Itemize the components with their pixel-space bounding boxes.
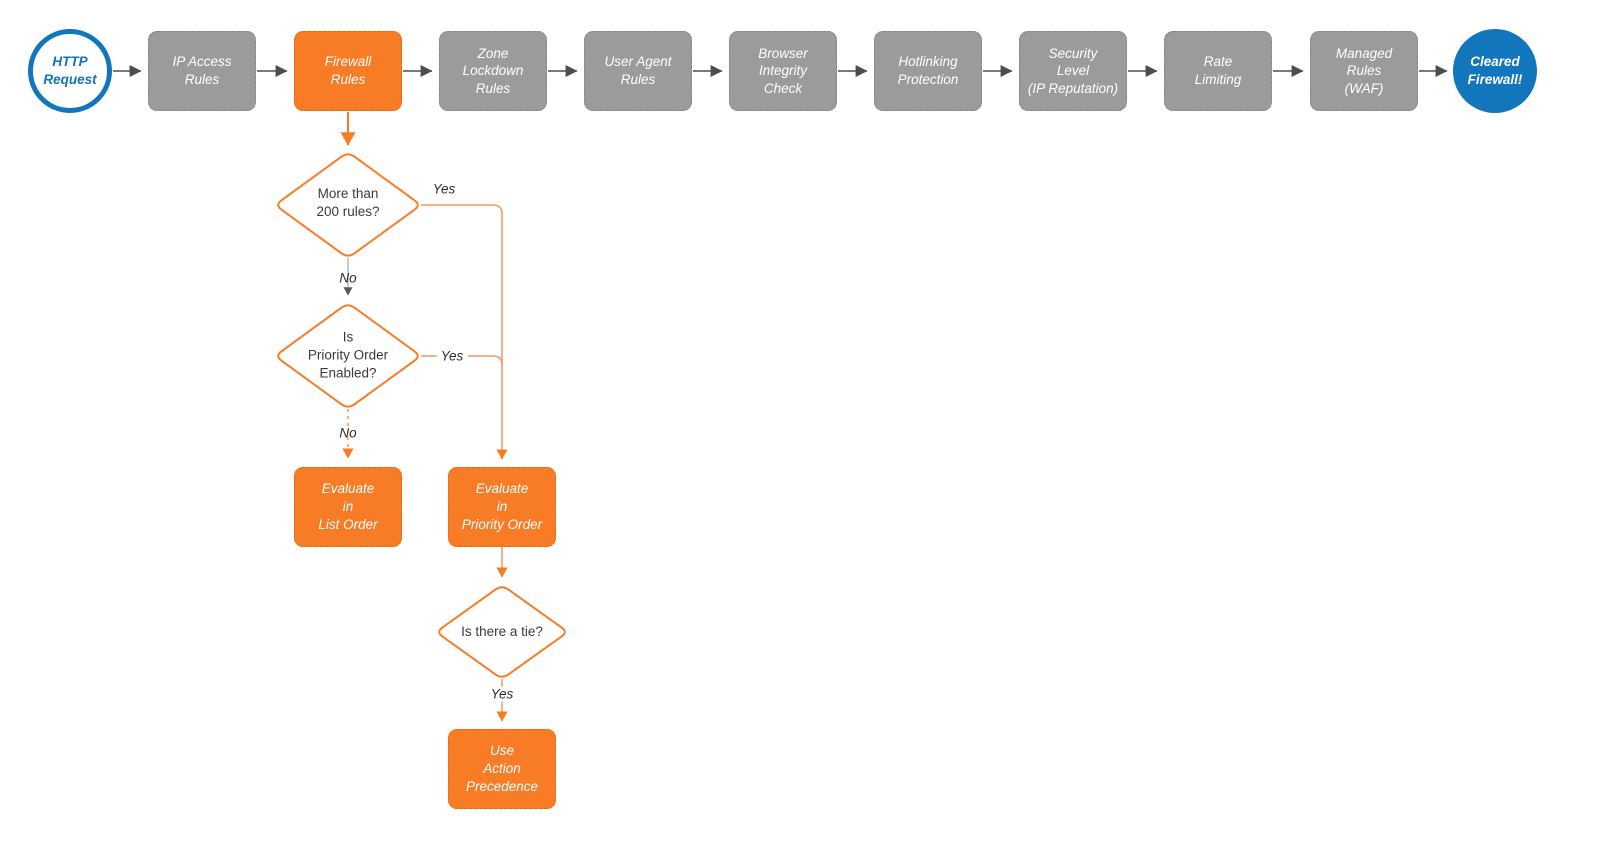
stage-firewall-rules: Firewall Rules [294,31,402,111]
edge-label-yes-2: Yes [436,348,468,364]
decision3-diamond-shape [438,586,566,678]
stage-managed-rules-waf: Managed Rules (WAF) [1310,31,1418,111]
edge-label-yes-3: Yes [486,686,518,702]
stage-zone-lockdown-rules: Zone Lockdown Rules [439,31,547,111]
decision3-label: Is there a tie? [461,623,543,639]
end-node-cleared-firewall: Cleared Firewall! [1453,29,1537,113]
decision1-label: More than 200 rules? [316,185,380,219]
decision1-diamond-shape [277,153,419,257]
stage-browser-integrity-check: Browser Integrity Check [729,31,837,111]
edge-yes1-to-priority-order [421,204,508,460]
action-evaluate-list-order: Evaluate in List Order [294,467,402,547]
decision2-diamond-shape [277,304,419,408]
decision2-label: Is Priority Order Enabled? [307,329,389,382]
edge-yes2-merge [421,355,503,366]
edge-label-no-1: No [339,270,357,286]
stage-rate-limiting: Rate Limiting [1164,31,1272,111]
stage-ip-access-rules: IP Access Rules [148,31,256,111]
stage-security-level: Security Level (IP Reputation) [1019,31,1127,111]
start-node-http-request: HTTP Request [28,29,112,113]
action-evaluate-priority-order: Evaluate in Priority Order [448,467,556,547]
stage-user-agent-rules: User Agent Rules [584,31,692,111]
edge-label-yes-1: Yes [432,181,456,197]
stage-hotlinking-protection: Hotlinking Protection [874,31,982,111]
edge-label-no-2: No [339,425,357,441]
action-use-action-precedence: Use Action Precedence [448,729,556,809]
